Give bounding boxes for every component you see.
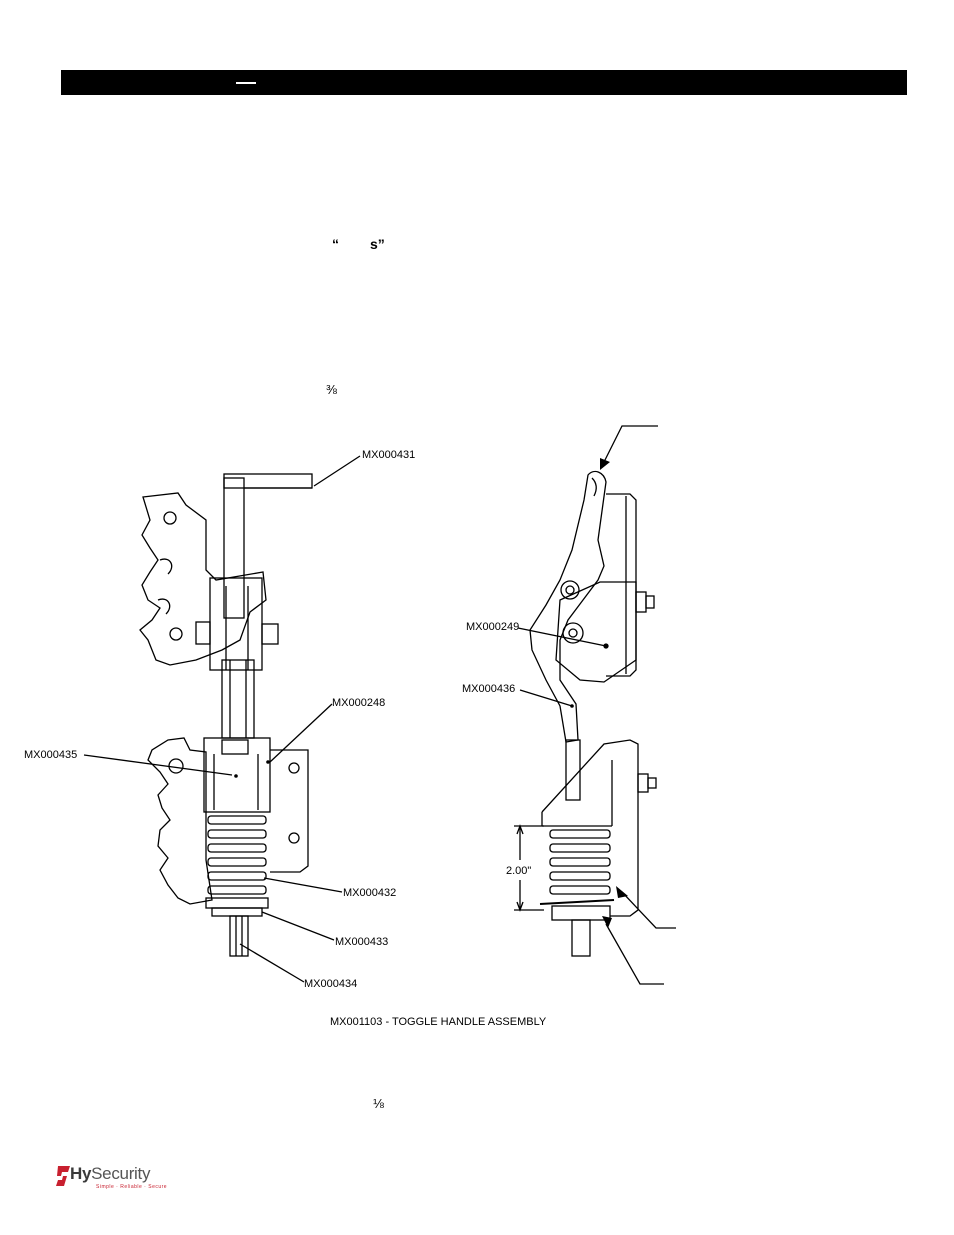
brand-wordmark: HySecurity (70, 1164, 150, 1184)
label-mx000249: MX000249 (466, 621, 519, 633)
text-fragment-quote-open: “ (332, 236, 339, 252)
label-mx000432: MX000432 (343, 887, 396, 899)
label-mx000433: MX000433 (335, 936, 388, 948)
compression-spring-right (549, 829, 611, 895)
lower-bracket (147, 737, 213, 905)
upper-bracket (139, 492, 267, 666)
handle-horizontal (223, 473, 313, 489)
label-mx000436: MX000436 (462, 683, 515, 695)
toggle-handle (529, 470, 607, 743)
figure-caption: MX001103 - TOGGLE HANDLE ASSEMBLY (330, 1016, 547, 1028)
label-mx000435: MX000435 (24, 749, 77, 761)
brand-light: Security (91, 1164, 151, 1183)
text-fragment-quote-s: s” (370, 236, 385, 252)
compression-spring (207, 815, 267, 895)
link-rod (221, 659, 255, 739)
label-mx000431: MX000431 (362, 449, 415, 461)
clevis-block (203, 737, 271, 813)
section-header-bar (61, 70, 907, 95)
brand-bold: Hy (70, 1164, 92, 1183)
text-fragment-three-eighths: ⅜ (326, 382, 337, 397)
header-dash (236, 82, 256, 84)
label-dimension: 2.00" (506, 865, 531, 877)
rod-end (229, 915, 249, 957)
label-mx000434: MX000434 (304, 978, 357, 990)
label-mx000248: MX000248 (332, 697, 385, 709)
washer (205, 897, 269, 909)
hysecurity-logo (56, 1166, 70, 1186)
handle-vertical (223, 477, 245, 619)
text-fragment-one-eighth: ⅛ (373, 1096, 384, 1111)
brand-tagline: Simple · Reliable · Secure (96, 1184, 168, 1190)
